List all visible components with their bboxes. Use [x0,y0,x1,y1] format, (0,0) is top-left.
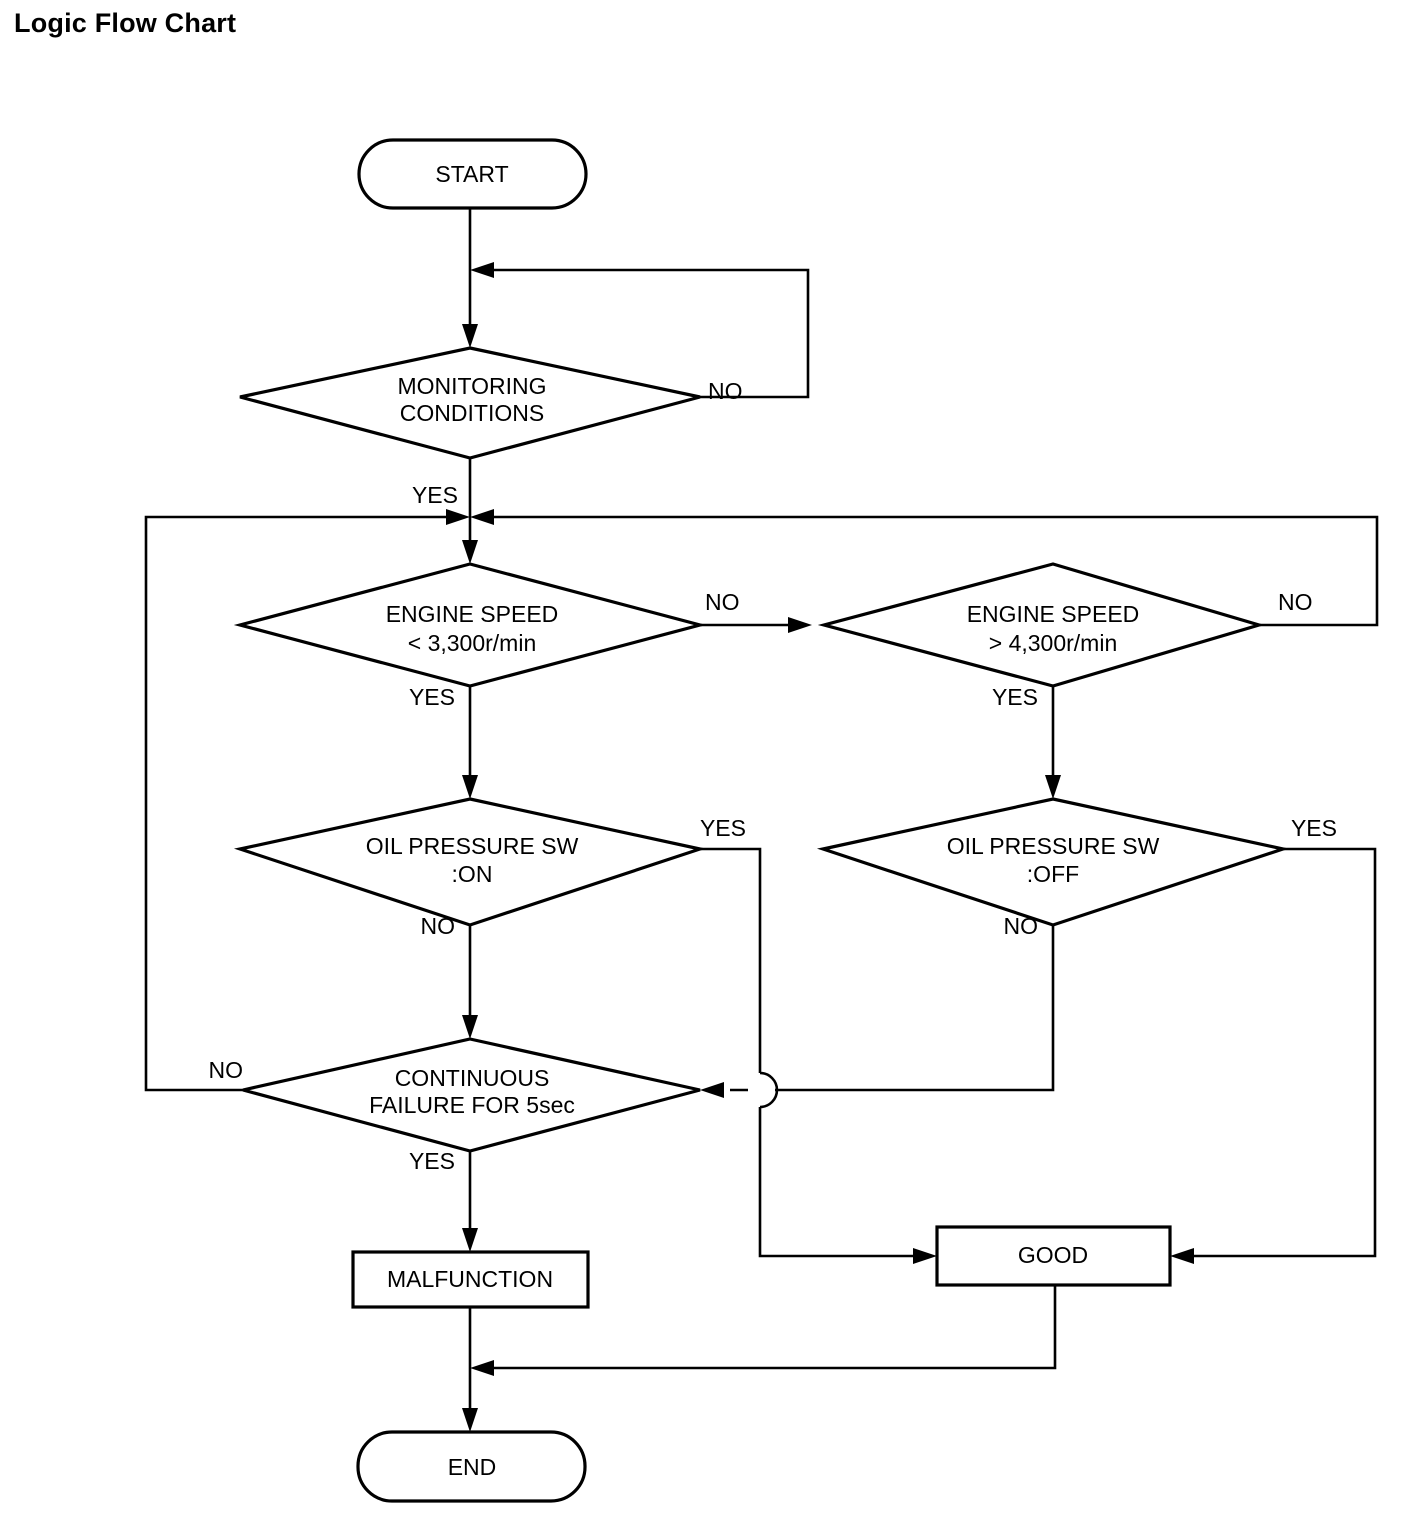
node-engine-speed-low[interactable]: ENGINE SPEED < 3,300r/min [233,562,707,688]
arrowhead-oil-off-no [700,1082,724,1098]
edge-label-cont-failure-no: NO [209,1057,244,1083]
arrowhead-oil-on-no [462,1015,478,1039]
node-engine-speed-high[interactable]: ENGINE SPEED > 4,300r/min [817,562,1265,688]
edge-oil-off-no [730,925,1055,1092]
malfunction-label: MALFUNCTION [387,1266,553,1292]
monitoring-conditions-shape [239,346,701,460]
start-shape [357,138,588,210]
arrowhead-monitoring-no-loop [470,262,494,278]
edge-label-oil-off-yes: YES [1291,815,1337,841]
edge-oil-off-yes [1182,847,1377,1258]
arrowhead-monitoring-yes-trunk [462,540,478,564]
oil-pressure-sw-on-label-line2: :ON [452,861,493,887]
edge-cont-failure-no-rail [144,515,458,1092]
node-oil-pressure-sw-on[interactable]: OIL PRESSURE SW :ON [233,797,707,927]
edge-label-cont-failure-yes: YES [409,1148,455,1174]
continuous-failure-label-line2: FAILURE FOR 5sec [369,1092,575,1118]
engine-speed-low-label-line1: ENGINE SPEED [386,601,559,627]
node-continuous-failure[interactable]: CONTINUOUS FAILURE FOR 5sec [242,1037,701,1153]
continuous-failure-shape [242,1037,701,1153]
arrowhead-cont-failure-yes [462,1228,478,1252]
edge-oil-on-yes-linehop [759,1071,779,1109]
edge-monitoring-no-loop [482,268,810,399]
page-title: Logic Flow Chart [14,8,237,38]
engine-speed-low-shape [233,562,707,688]
edge-oil-on-yes-lower [758,1107,925,1258]
arrowhead-oil-on-yes-into-good [913,1248,937,1264]
oil-pressure-sw-on-shape [233,797,707,927]
edge-label-speed-low-yes: YES [409,684,455,710]
end-shape [356,1430,587,1503]
oil-pressure-sw-off-label-line1: OIL PRESSURE SW [947,833,1160,859]
edge-label-monitoring-yes: YES [412,482,458,508]
edge-good-to-end [482,1285,1057,1370]
monitoring-conditions-label-line1: MONITORING [397,373,546,399]
node-monitoring-conditions[interactable]: MONITORING CONDITIONS [239,346,701,460]
oil-pressure-sw-off-shape [816,797,1290,927]
arrowhead-speed-high-yes [1045,775,1061,799]
engine-speed-low-label-line2: < 3,300r/min [408,630,537,656]
malfunction-shape [351,1250,590,1309]
edge-labels-layer: NO YES NO YES NO YES YES NO YES NO NO YE… [209,378,1338,1174]
end-label: END [448,1454,497,1480]
edge-speed-high-no-rail [482,515,1379,627]
good-label: GOOD [1018,1242,1088,1268]
continuous-failure-label-line1: CONTINUOUS [395,1065,550,1091]
engine-speed-high-label-line1: ENGINE SPEED [967,601,1140,627]
arrowhead-malfunction-to-end [462,1408,478,1432]
edge-label-oil-on-yes: YES [700,815,746,841]
edge-label-speed-high-no: NO [1278,589,1313,615]
arrowhead-speed-high-no-rail [470,509,494,525]
node-end[interactable]: END [356,1430,587,1503]
arrowhead-good-to-end [470,1360,494,1376]
arrowhead-cont-failure-no-rail [446,509,470,525]
arrowhead-speed-low-yes [462,775,478,799]
node-start[interactable]: START [357,138,588,210]
connectors-layer [144,208,1379,1432]
engine-speed-high-shape [817,562,1265,688]
arrowhead-start-to-monitoring [462,324,478,348]
arrowhead-oil-off-yes-into-good [1170,1248,1194,1264]
edge-label-oil-on-no: NO [421,913,456,939]
good-shape [935,1225,1172,1287]
oil-pressure-sw-off-label-line2: :OFF [1027,861,1079,887]
edge-label-monitoring-no: NO [708,378,743,404]
engine-speed-high-label-line2: > 4,300r/min [989,630,1118,656]
edge-label-speed-high-yes: YES [992,684,1038,710]
node-good[interactable]: GOOD [935,1225,1172,1287]
edge-label-speed-low-no: NO [705,589,740,615]
arrowhead-speed-low-no [788,617,812,633]
oil-pressure-sw-on-label-line1: OIL PRESSURE SW [366,833,579,859]
edge-label-oil-off-no: NO [1004,913,1039,939]
edge-oil-on-yes [700,847,762,1073]
node-malfunction[interactable]: MALFUNCTION [351,1250,590,1309]
monitoring-conditions-label-line2: CONDITIONS [400,400,544,426]
start-label: START [435,161,508,187]
node-oil-pressure-sw-off[interactable]: OIL PRESSURE SW :OFF [816,797,1290,927]
